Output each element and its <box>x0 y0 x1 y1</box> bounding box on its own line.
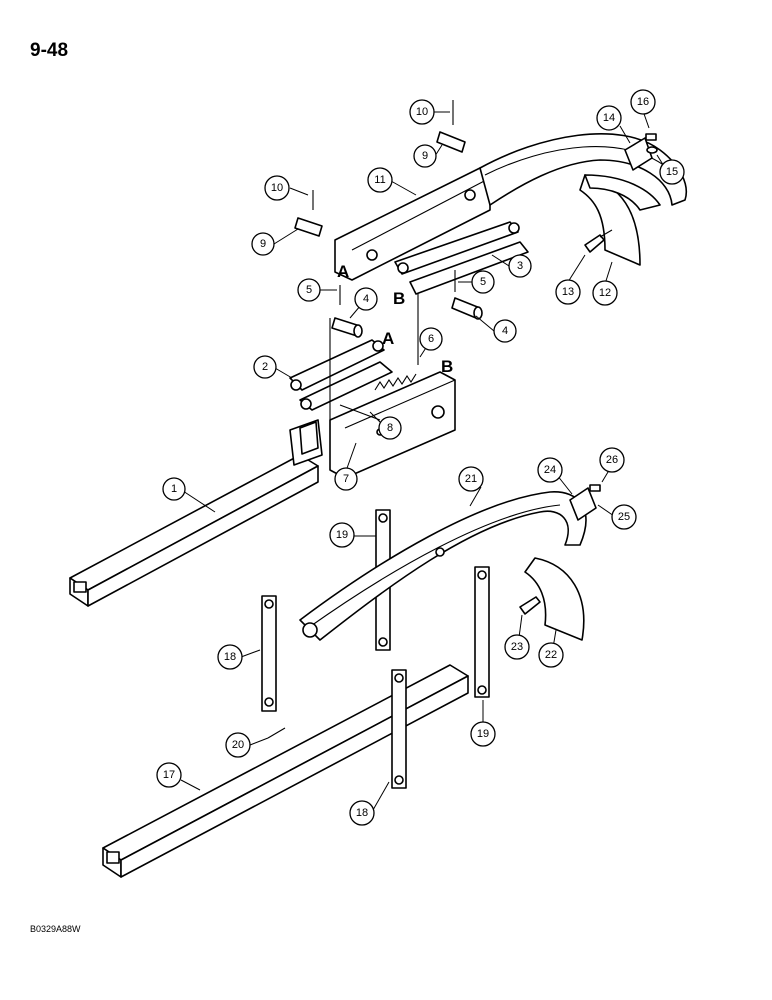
link-part-3 <box>394 221 529 295</box>
callout-7: 7 <box>334 467 358 491</box>
alignment-lines <box>329 285 419 430</box>
callout-6: 6 <box>419 327 443 351</box>
callout-4-right: 4 <box>493 319 517 343</box>
callout-5-left: 5 <box>297 278 321 302</box>
pin-part-9-left <box>294 217 323 237</box>
reference-letter-b-lower: B <box>441 357 453 376</box>
callout-19-right: 19 <box>470 721 496 747</box>
svg-text:8: 8 <box>387 422 393 434</box>
svg-text:9: 9 <box>422 150 428 162</box>
tube-part-17 <box>102 664 469 878</box>
pin-part-8 <box>339 404 381 421</box>
shovel-part-22 <box>524 557 585 641</box>
tube-part-1 <box>69 454 319 607</box>
reference-letter-a-lower: A <box>382 329 394 348</box>
callout-13: 13 <box>555 279 581 305</box>
callout-3: 3 <box>508 254 532 278</box>
svg-text:20: 20 <box>232 739 244 751</box>
svg-text:17: 17 <box>163 769 175 781</box>
reference-letter-a-upper: A <box>337 262 349 281</box>
plate-part-18-right <box>391 669 407 789</box>
callout-10-right: 10 <box>409 99 435 125</box>
svg-text:16: 16 <box>637 96 649 108</box>
svg-text:4: 4 <box>502 325 508 337</box>
callout-15: 15 <box>659 159 685 185</box>
svg-text:10: 10 <box>416 106 428 118</box>
callout-14: 14 <box>596 105 622 131</box>
svg-text:2: 2 <box>262 361 268 373</box>
svg-text:25: 25 <box>618 511 630 523</box>
svg-text:19: 19 <box>336 529 348 541</box>
callout-16: 16 <box>630 89 656 115</box>
callout-18-left: 18 <box>217 644 243 670</box>
curved-shank-upper <box>479 133 687 206</box>
svg-text:18: 18 <box>224 651 236 663</box>
svg-text:5: 5 <box>480 276 486 288</box>
callout-19-left: 19 <box>329 522 355 548</box>
svg-text:24: 24 <box>544 464 556 476</box>
bolt-part-13 <box>584 229 613 253</box>
svg-text:11: 11 <box>374 174 385 186</box>
svg-text:7: 7 <box>343 473 349 485</box>
svg-text:3: 3 <box>517 260 523 272</box>
pin-part-20 <box>267 727 286 739</box>
svg-text:1: 1 <box>171 483 177 495</box>
callout-9-right: 9 <box>413 144 437 168</box>
callout-9-left: 9 <box>251 232 275 256</box>
callout-4-left: 4 <box>354 287 378 311</box>
callout-24: 24 <box>537 457 563 483</box>
svg-text:14: 14 <box>603 112 615 124</box>
spring-part-6 <box>374 373 417 391</box>
callout-20: 20 <box>225 732 251 758</box>
svg-text:21: 21 <box>465 473 477 485</box>
tube-clevis-bracket <box>289 419 323 466</box>
pin-part-9-right <box>436 131 466 153</box>
svg-text:6: 6 <box>428 333 434 345</box>
shovel-part-12 <box>579 174 661 266</box>
callout-25: 25 <box>611 504 637 530</box>
plate-part-19-right <box>474 566 490 698</box>
callout-26: 26 <box>599 447 625 473</box>
callout-22: 22 <box>538 642 564 668</box>
clamp-part-14 <box>624 133 658 171</box>
svg-text:18: 18 <box>356 807 368 819</box>
svg-text:26: 26 <box>606 454 618 466</box>
callout-18-right: 18 <box>349 800 375 826</box>
callout-1: 1 <box>162 477 186 501</box>
callout-11: 11 <box>367 167 393 193</box>
callout-21: 21 <box>458 466 484 492</box>
figure-code: B0329A88W <box>30 924 81 934</box>
callout-8: 8 <box>378 416 402 440</box>
svg-text:23: 23 <box>511 641 523 653</box>
pin-part-4-right <box>451 297 483 320</box>
callout-10-left: 10 <box>264 175 290 201</box>
clamp-part-24 <box>569 484 601 521</box>
svg-text:19: 19 <box>477 728 489 740</box>
callout-23: 23 <box>504 634 530 660</box>
page-number: 9-48 <box>30 40 69 61</box>
callout-5-right: 5 <box>471 270 495 294</box>
curved-shank-part-21 <box>299 491 587 641</box>
svg-text:22: 22 <box>545 649 557 661</box>
reference-letter-b-upper: B <box>393 289 405 308</box>
svg-text:4: 4 <box>363 293 369 305</box>
pin-part-4-left <box>331 317 363 338</box>
callout-12: 12 <box>592 280 618 306</box>
svg-text:13: 13 <box>562 286 574 298</box>
link-part-2 <box>289 339 393 411</box>
callout-17: 17 <box>156 762 182 788</box>
plate-part-18-left <box>261 595 277 712</box>
bolt-part-23 <box>519 596 541 615</box>
callout-2: 2 <box>253 355 277 379</box>
svg-text:10: 10 <box>271 182 283 194</box>
svg-text:12: 12 <box>599 287 611 299</box>
svg-text:9: 9 <box>260 238 266 250</box>
svg-text:5: 5 <box>306 284 312 296</box>
svg-text:15: 15 <box>666 166 678 178</box>
